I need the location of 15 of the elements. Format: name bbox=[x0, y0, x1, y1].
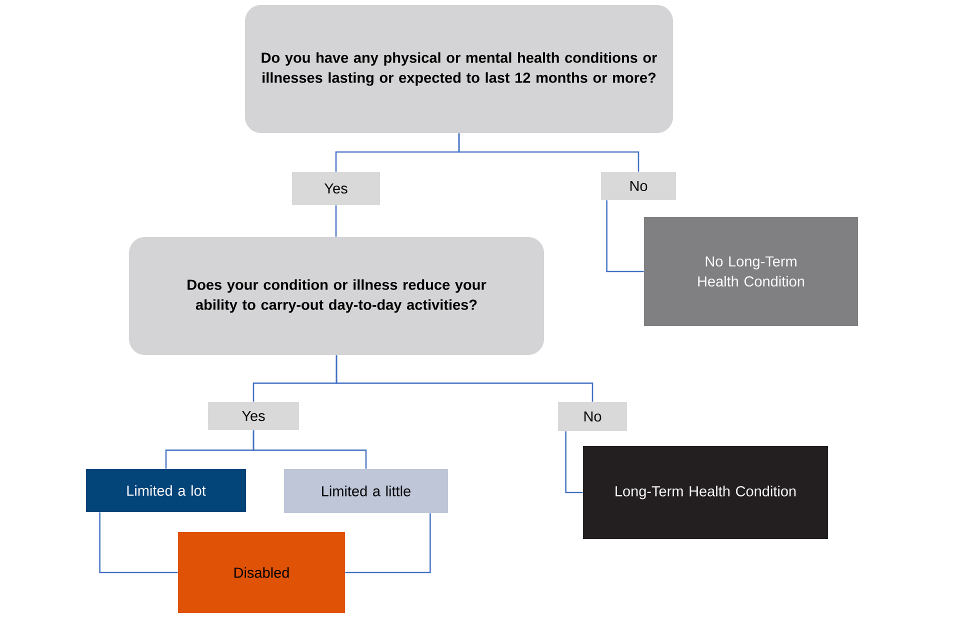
connector-line bbox=[458, 133, 640, 172]
outcome-box: Limited a lot bbox=[86, 469, 246, 512]
connector-line bbox=[252, 430, 367, 469]
answer-tag: Yes bbox=[292, 172, 380, 205]
outcome-box: No Long-Term Health Condition bbox=[644, 217, 858, 326]
outcome-box: Disabled bbox=[178, 532, 345, 613]
answer-tag: No bbox=[601, 172, 676, 200]
question-box: Do you have any physical or mental health conditions or illnesses lasting or expected to last 12 months or more? bbox=[245, 5, 673, 133]
question-box: Does your condition or illness reduce your ability to carry-out day-to-day activities? bbox=[129, 237, 544, 355]
connector-line bbox=[335, 205, 337, 237]
connector-line bbox=[336, 355, 594, 402]
outcome-box: Long-Term Health Condition bbox=[583, 446, 828, 539]
answer-tag: No bbox=[558, 402, 627, 431]
outcome-box: Limited a little bbox=[284, 469, 448, 513]
answer-tag: Yes bbox=[208, 402, 299, 430]
